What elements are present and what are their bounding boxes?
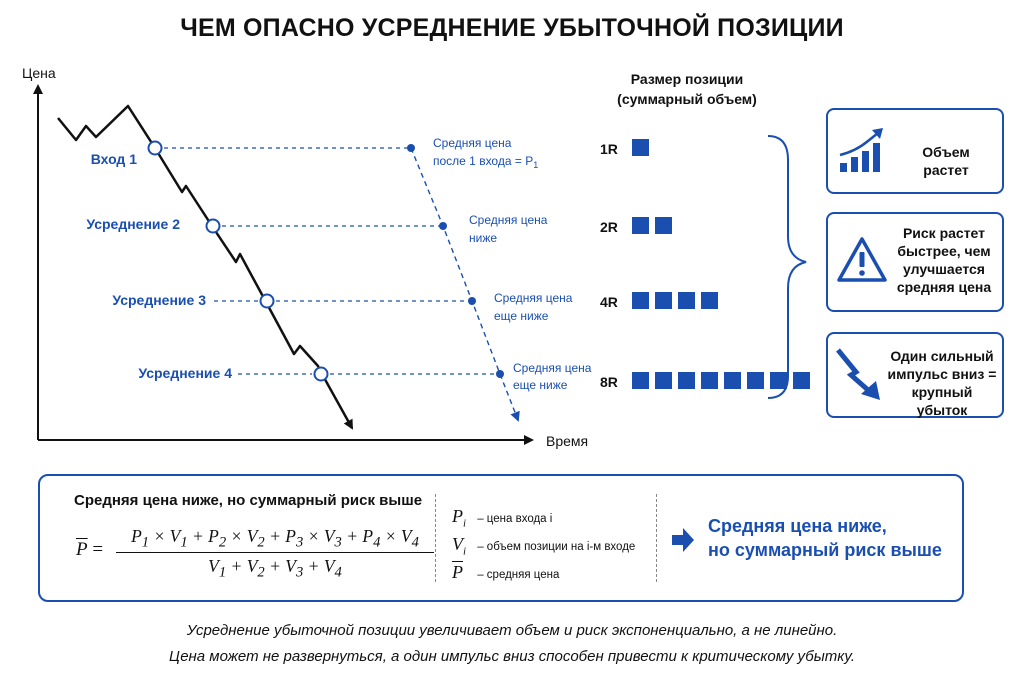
legend-price: Pi – цена входа i [452,506,552,530]
footer-line-1: Усреднение убыточной позиции увеличивает… [186,622,838,639]
legend-average-sym: P [452,562,474,583]
formula-fraction-bar [116,552,434,553]
avg-dot-2 [439,222,447,230]
size-block [793,372,810,389]
card-loss-line-3: крупный убыток [911,384,973,418]
card-risk-line-2: быстрее, чем [897,243,991,259]
size-label-3: 4R [600,294,618,310]
card-big-loss: Один сильный импульс вниз = крупный убыт… [826,332,1004,418]
avg-label-2-line-1: Средняя цена [469,213,548,227]
legend-price-sub: i [463,517,467,530]
size-block [747,372,764,389]
legend-average-letter: P [452,562,463,582]
size-blocks [632,139,810,389]
card-risk-line-3: улучшается [903,261,985,277]
card-loss-text: Один сильный импульс вниз = крупный убыт… [886,347,998,419]
entry-marker-4 [313,366,329,382]
formula-numerator: P1 × V1 + P2 × V2 + P3 × V3 + P4 × V4 [131,526,419,551]
x-axis-label: Время [546,433,588,449]
price-diagram: Цена Время Вход 1 Усреднение 2 Усреднени… [22,65,810,449]
entry-label-2: Усреднение 2 [86,216,180,232]
card-loss-line-1: Один сильный [890,348,994,364]
legend-average-text: – средняя цена [477,569,560,581]
card-risk-grows: Риск растет быстрее, чем улучшается сред… [826,212,1004,312]
size-block [655,217,672,234]
avg-label-1-text: после 1 входа = P [433,154,533,168]
size-block [632,372,649,389]
avg-price-trend [410,147,520,422]
size-block [632,292,649,309]
size-block [770,372,787,389]
formula-lhs-sym: P [76,539,88,560]
divider-right [656,494,657,582]
curly-brace [767,135,807,399]
avg-dot-1 [407,144,415,152]
legend-price-letter: P [452,506,463,526]
size-block [678,372,695,389]
card-loss-line-2: импульс вниз = [887,366,997,382]
footer-line-2: Цена может не развернуться, а один импул… [168,648,856,665]
size-label-1: 1R [600,141,618,157]
size-header-line-1: Размер позиции [631,71,744,87]
entry-label-4: Усреднение 4 [138,365,232,381]
page-title: ЧЕМ ОПАСНО УСРЕДНЕНИЕ УБЫТОЧНОЙ ПОЗИЦИИ [180,14,844,42]
legend-volume-sub: i [463,545,467,558]
formula-lhs: P = [76,539,104,560]
formula-denominator: V1 + V2 + V3 + V4 [208,556,342,581]
avg-label-3-line-2: еще ниже [494,309,549,323]
right-arrow-icon [672,528,694,552]
card-risk-text: Риск растет быстрее, чем улучшается сред… [892,224,996,296]
card-volume-grows: Объем растет [826,108,1004,194]
size-header-line-2: (суммарный объем) [617,91,757,107]
size-block [655,292,672,309]
legend-volume-letter: V [452,534,463,554]
size-block [632,217,649,234]
legend-average: P – средняя цена [452,562,559,583]
size-label-4: 8R [600,374,618,390]
avg-label-2-line-2: ниже [469,231,497,245]
legend-volume: Vi – объем позиции на i-м входе [452,534,635,558]
size-block [701,372,718,389]
size-block [701,292,718,309]
down-zigzag-arrow-icon [836,348,880,400]
card-risk-line-1: Риск растет [902,225,986,241]
card-risk-line-4: средняя цена [896,279,992,295]
average-price-formula: P = P1 × V1 + P2 × V2 + P3 × V3 + P4 × V… [76,526,436,582]
conclusion-line-1: Средняя цена ниже, [708,516,887,536]
bar-chart-up-icon [839,128,883,172]
avg-label-3-line-1: Средняя цена [494,291,573,305]
card-volume-text: Объем растет [922,144,970,178]
legend-volume-sym: Vi [452,534,474,558]
divider-left [435,494,436,582]
warning-triangle-icon [837,237,887,282]
avg-label-4-line-2: еще ниже [513,378,568,392]
entry-marker-3 [259,293,275,309]
avg-label-1-line-1: Средняя цена [433,136,512,150]
formula-panel: Средняя цена ниже, но суммарный риск выш… [38,474,964,602]
avg-label-1-sub: 1 [533,160,538,170]
entry-marker-1 [147,140,163,156]
size-block [724,372,741,389]
avg-label-1-line-2: после 1 входа = P1 [433,154,538,170]
entry-label-3: Усреднение 3 [112,292,206,308]
entry-marker-2 [205,218,221,234]
entry-label-1: Вход 1 [91,151,138,167]
size-block [655,372,672,389]
size-block [678,292,695,309]
size-block [632,139,649,156]
avg-dot-4 [496,370,504,378]
conclusion-text: Средняя цена ниже, но суммарный риск выш… [708,514,942,562]
formula-title: Средняя цена ниже, но суммарный риск выш… [74,492,423,509]
legend-price-text: – цена входа i [477,513,553,525]
legend-price-sym: Pi [452,506,474,530]
avg-label-4-line-1: Средняя цена [513,361,592,375]
legend-volume-text: – объем позиции на i-м входе [477,541,636,553]
size-label-2: 2R [600,219,618,235]
avg-dot-3 [468,297,476,305]
y-axis-label: Цена [22,65,56,81]
conclusion-line-2: но суммарный риск выше [708,540,942,560]
